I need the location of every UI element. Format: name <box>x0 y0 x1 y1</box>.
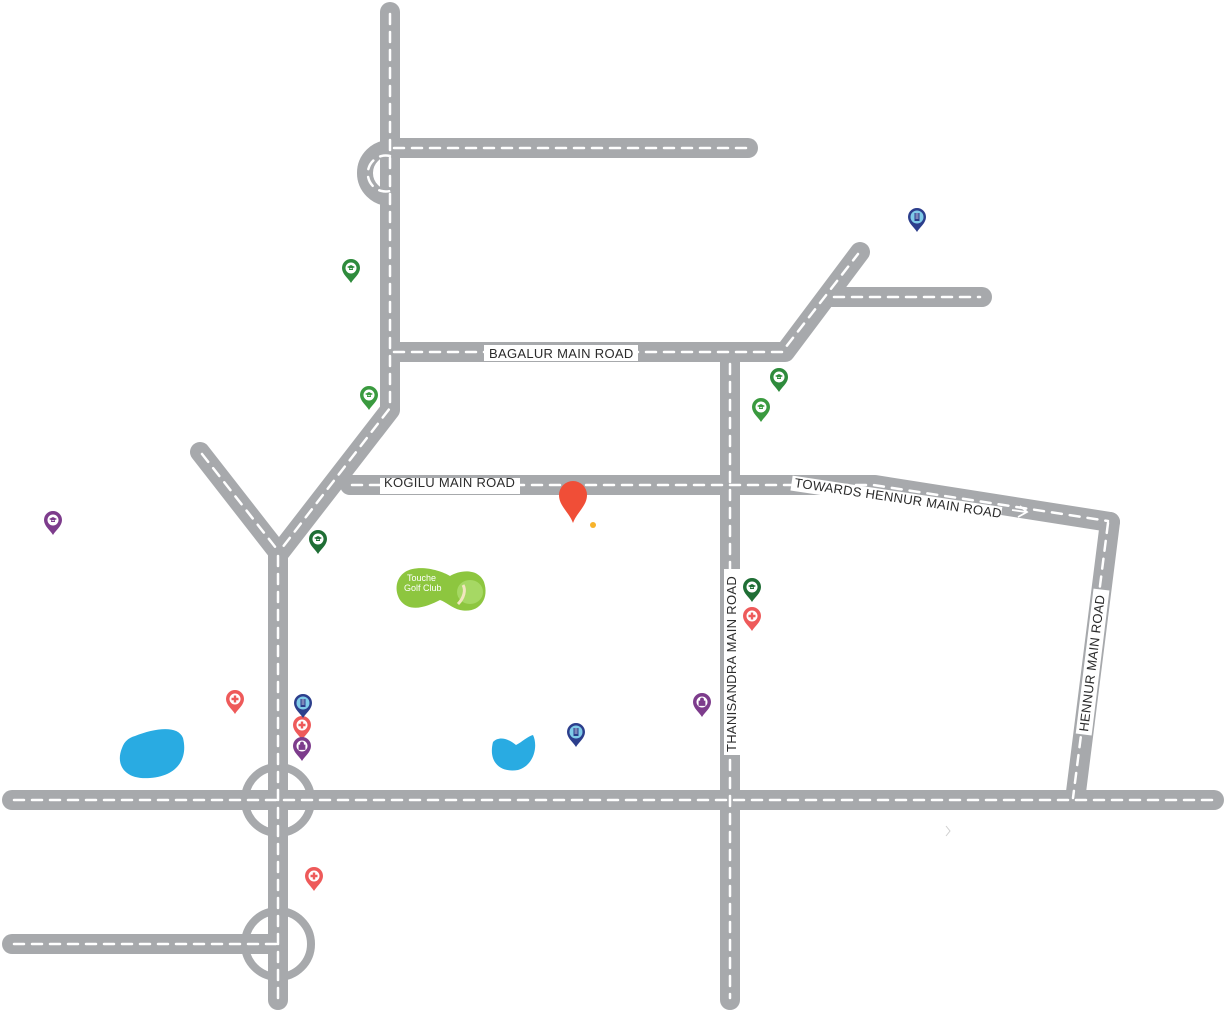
direction-arrow-icon <box>1011 505 1029 518</box>
medical-cross-icon[interactable] <box>293 716 311 740</box>
thanisandra-main-road-label: THANISANDRA MAIN ROAD <box>724 576 739 752</box>
office-building-icon[interactable] <box>908 208 926 232</box>
lake-west <box>119 729 185 779</box>
golf-club-label-line1: Touche <box>407 573 436 583</box>
water-bodies <box>119 729 536 779</box>
shopping-markers <box>293 693 711 761</box>
graduation-cap-icon[interactable] <box>360 386 378 410</box>
graduation-cap-icon[interactable] <box>752 398 770 422</box>
college-markers <box>44 511 62 535</box>
medical-cross-icon[interactable] <box>305 867 323 891</box>
shopping-bag-icon[interactable] <box>293 737 311 761</box>
school-markers <box>309 259 788 602</box>
graduation-cap-icon[interactable] <box>342 259 360 283</box>
bagalur-main-road-label: BAGALUR MAIN ROAD <box>489 346 634 361</box>
kogilu-main-road-label: KOGILU MAIN ROAD <box>384 475 515 490</box>
graduation-cap-icon[interactable] <box>770 368 788 392</box>
medical-cross-icon[interactable] <box>743 607 761 631</box>
road-labels: BAGALUR MAIN ROAD KOGILU MAIN ROAD TOWAR… <box>380 345 1110 755</box>
project-location-pin-icon[interactable] <box>559 481 596 528</box>
lake-central <box>491 735 536 771</box>
hennur-main-road-label: HENNUR MAIN ROAD <box>1076 594 1108 733</box>
graduation-cap-icon[interactable] <box>309 530 327 554</box>
college-icon[interactable] <box>44 511 62 535</box>
office-markers <box>294 208 926 747</box>
office-building-icon[interactable] <box>294 694 312 718</box>
chevron-right-icon <box>945 825 951 837</box>
hospital-markers <box>226 607 761 891</box>
medical-cross-icon[interactable] <box>226 690 244 714</box>
touche-golf-club[interactable]: Touche Golf Club <box>396 568 486 611</box>
golf-club-label-line2: Golf Club <box>404 583 442 593</box>
graduation-cap-icon[interactable] <box>743 578 761 602</box>
shopping-bag-icon[interactable] <box>693 693 711 717</box>
office-building-icon[interactable] <box>567 723 585 747</box>
